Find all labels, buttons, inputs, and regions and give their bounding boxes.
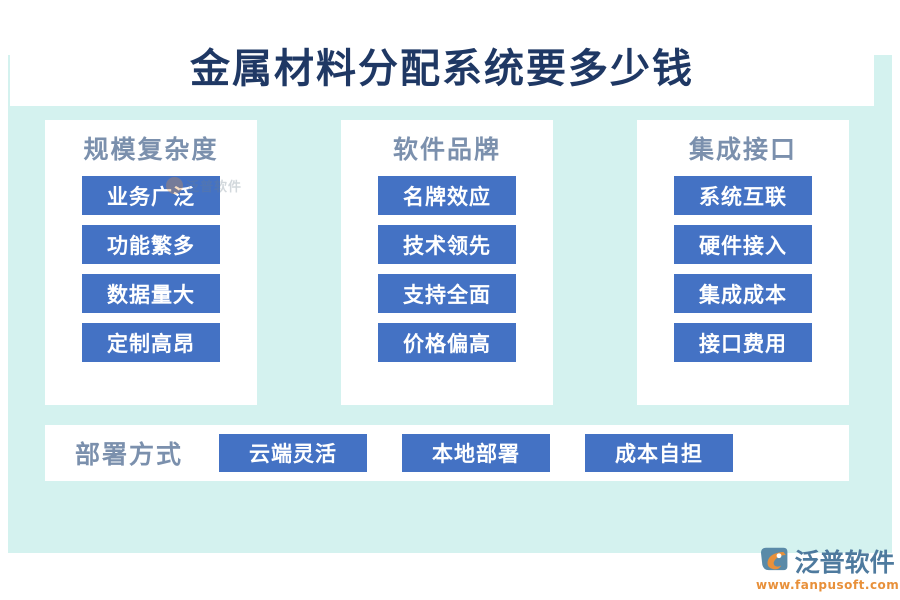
bottom-chip-3[interactable]: 成本自担 [585,434,734,472]
column-card-3: 集成接口 系统互联 硬件接入 集成成本 接口费用 [637,120,849,405]
brand-logo: 泛普软件 www.fanpusoft.com [756,543,899,592]
chip-3-1[interactable]: 系统互联 [674,176,812,215]
chip-3-2[interactable]: 硬件接入 [674,225,812,264]
columns-row: 规模复杂度 业务广泛 功能繁多 数据量大 定制高昂 软件品牌 名牌效应 技术领先… [45,120,849,405]
chip-3-4[interactable]: 接口费用 [674,323,812,362]
brand-url: www.fanpusoft.com [756,578,900,592]
brand-name: 泛普软件 [794,548,895,577]
column-heading-1: 规模复杂度 [83,135,219,164]
column-card-2: 软件品牌 名牌效应 技术领先 支持全面 价格偏高 [341,120,553,405]
bottom-chip-1[interactable]: 云端灵活 [219,434,368,472]
chip-2-4[interactable]: 价格偏高 [378,323,516,362]
column-card-1: 规模复杂度 业务广泛 功能繁多 数据量大 定制高昂 [45,120,257,405]
bottom-chip-2[interactable]: 本地部署 [402,434,551,472]
page-title: 金属材料分配系统要多少钱 [190,44,694,92]
column-heading-3: 集成接口 [688,135,797,164]
fanpu-swoosh-icon [760,547,788,571]
chip-1-1[interactable]: 业务广泛 [82,176,220,215]
bottom-row: 部署方式 云端灵活 本地部署 成本自担 [45,425,849,481]
chip-1-3[interactable]: 数据量大 [82,274,220,313]
chip-3-3[interactable]: 集成成本 [674,274,812,313]
chip-2-1[interactable]: 名牌效应 [378,176,516,215]
chip-2-2[interactable]: 技术领先 [378,225,516,264]
title-banner: 金属材料分配系统要多少钱 [10,23,874,106]
brand-logo-row: 泛普软件 [760,543,895,579]
column-heading-2: 软件品牌 [392,135,501,164]
chip-2-3[interactable]: 支持全面 [378,274,516,313]
bottom-row-label: 部署方式 [75,440,184,469]
chip-1-4[interactable]: 定制高昂 [82,323,220,362]
chip-1-2[interactable]: 功能繁多 [82,225,220,264]
